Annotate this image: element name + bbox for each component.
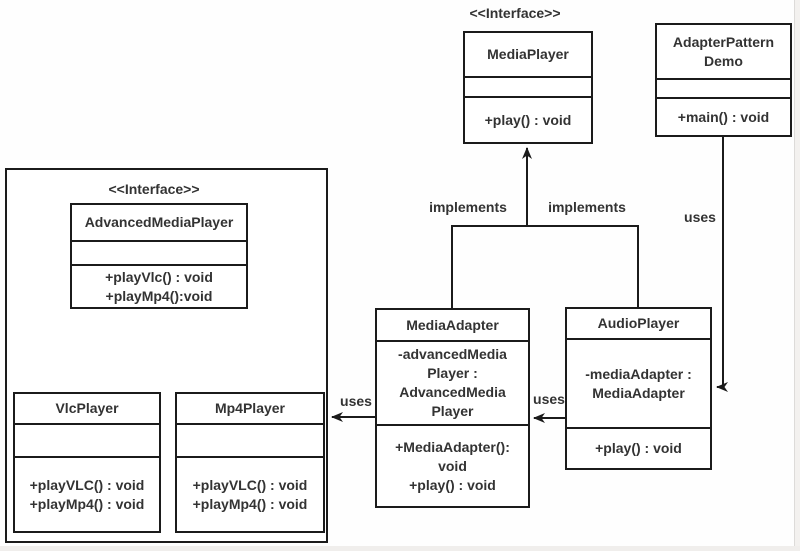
class-title: AudioPlayer	[597, 315, 680, 331]
class-methods: +playVLC() : void +playMp4() : void	[177, 456, 323, 531]
class-attributes-empty	[465, 76, 591, 96]
method: +playVLC() : void	[192, 476, 308, 493]
class-methods: +main() : void	[657, 97, 790, 135]
class-attributes-empty	[15, 423, 159, 456]
uses-arrow-demo-to-audioplayer	[716, 137, 728, 392]
class-methods: +play() : void	[567, 427, 710, 468]
stereotype-interface-advancedmediaplayer: <<Interface>>	[108, 181, 200, 197]
class-vlc-player: VlcPlayer +playVLC() : void +playMp4() :…	[13, 392, 161, 533]
method: +play() : void	[595, 440, 682, 456]
page-edge-right	[794, 0, 800, 551]
class-adapter-pattern-demo: AdapterPattern Demo +main() : void	[655, 23, 792, 137]
method: +play() : void	[409, 476, 496, 493]
edge-label-implements-right: implements	[548, 199, 626, 215]
method: +MediaAdapter(): void	[395, 438, 510, 474]
class-methods: +playVLC() : void +playMp4() : void	[15, 456, 159, 531]
class-title: AdapterPattern Demo	[672, 33, 775, 69]
class-attributes: -advancedMedia Player : AdvancedMedia Pl…	[377, 340, 528, 424]
method: +playMp4():void	[105, 287, 213, 304]
edge-label-uses-audioplayer: uses	[533, 391, 565, 407]
edge-label-uses-demo: uses	[684, 209, 716, 225]
class-media-adapter: MediaAdapter -advancedMedia Player : Adv…	[375, 308, 530, 508]
class-methods: +play() : void	[465, 96, 591, 142]
method: +play() : void	[484, 111, 572, 128]
class-title: VlcPlayer	[55, 400, 119, 416]
page-edge-bottom	[0, 546, 800, 551]
class-attributes: -mediaAdapter : MediaAdapter	[567, 338, 710, 427]
class-mp4-player: Mp4Player +playVLC() : void +playMp4() :…	[175, 392, 325, 533]
class-media-player: MediaPlayer +play() : void	[463, 31, 593, 144]
class-title: AdvancedMediaPlayer	[84, 214, 234, 230]
method: +main() : void	[677, 108, 770, 125]
class-title: MediaPlayer	[487, 46, 569, 62]
class-title: Mp4Player	[214, 400, 286, 416]
class-methods: +MediaAdapter(): void +play() : void	[377, 424, 528, 506]
class-attributes-empty	[657, 78, 790, 97]
class-attributes-empty	[177, 423, 323, 456]
class-advanced-media-player: AdvancedMediaPlayer +playVlc() : void +p…	[70, 203, 248, 309]
attribute: -mediaAdapter : MediaAdapter	[585, 365, 692, 401]
method: +playMp4() : void	[29, 495, 145, 512]
attribute: -advancedMedia Player : AdvancedMedia Pl…	[398, 346, 507, 419]
class-methods: +playVlc() : void +playMp4():void	[72, 264, 246, 307]
stereotype-interface-mediaplayer: <<Interface>>	[469, 5, 561, 21]
method: +playMp4() : void	[192, 495, 308, 512]
class-audio-player: AudioPlayer -mediaAdapter : MediaAdapter…	[565, 307, 712, 470]
edge-label-uses-mediaadapter: uses	[340, 393, 372, 409]
method: +playVLC() : void	[29, 476, 145, 493]
edge-label-implements-left: implements	[429, 199, 507, 215]
class-title: MediaAdapter	[406, 316, 499, 333]
class-attributes-empty	[72, 240, 246, 264]
method: +playVlc() : void	[105, 268, 213, 285]
